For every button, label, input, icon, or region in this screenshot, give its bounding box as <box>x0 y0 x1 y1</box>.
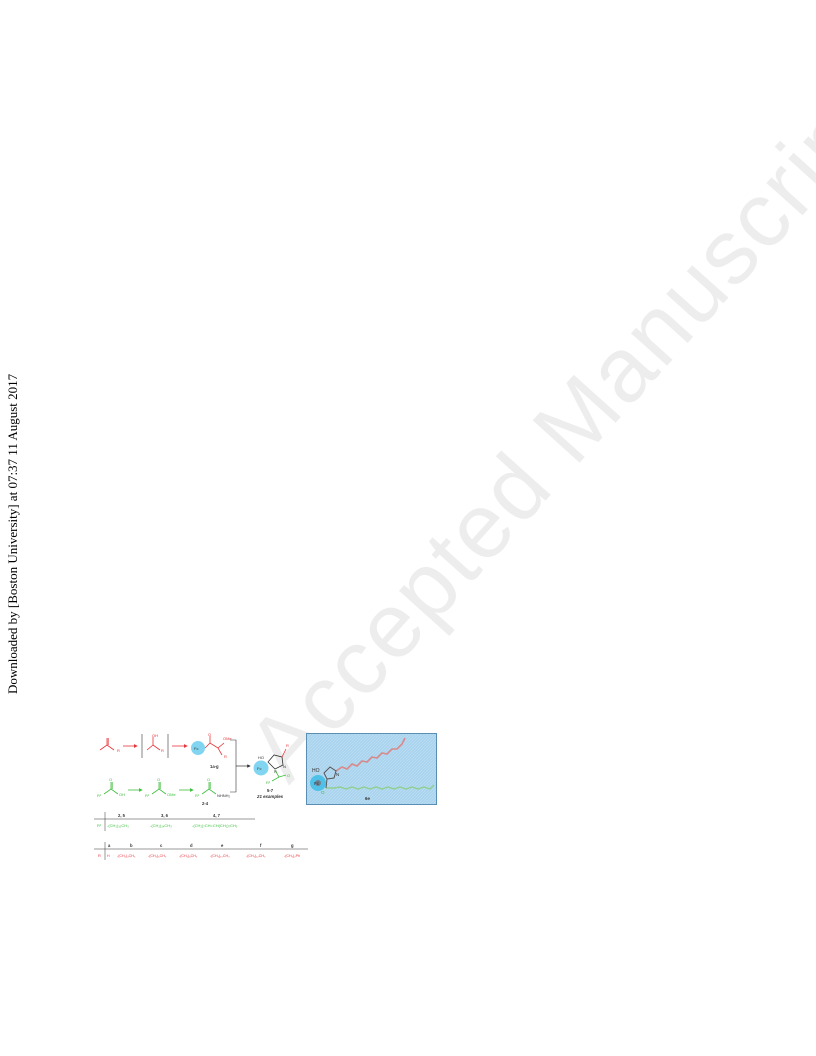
hydrazide-r1-label: R¹ <box>195 793 200 798</box>
inset-compound-label: 6e <box>365 796 371 801</box>
inset-background <box>306 733 437 805</box>
product-acyl-group <box>271 769 287 782</box>
r-value-e: -(CH₂)₁₀CH₃ <box>210 854 230 858</box>
inset-fc-core <box>315 780 321 786</box>
red-alkyl-chain <box>335 737 406 772</box>
product-ho-label: HO <box>258 755 264 760</box>
r1-header-1: 2, 5 <box>118 813 126 818</box>
r-value-f: -(CH₂)₁₂CH₃ <box>246 854 266 858</box>
compound-6e-model: HO N Fc O 6e <box>306 733 437 805</box>
product-r-bond <box>281 748 287 758</box>
inset-o-label: O <box>321 790 325 795</box>
inset-n-label: N <box>336 772 339 777</box>
enaminone-fc-label: Fc <box>194 746 198 751</box>
download-note: Downloaded by [Boston University] at 07:… <box>5 373 20 694</box>
product-r1-label: R¹ <box>266 780 271 785</box>
r-value-d: -(CH₂)₈CH₃ <box>179 854 198 858</box>
product-fc-label: Fc <box>257 766 261 771</box>
r1-table-row-label: R¹ <box>97 823 102 828</box>
converging-bracket <box>230 739 237 793</box>
enolate-bracket <box>141 734 169 758</box>
enolate-r-label: R <box>161 748 164 753</box>
ester-o-label: O <box>157 777 160 782</box>
r-header-f: f <box>260 843 262 848</box>
r1-value-1: -(CH₂)₁₀CH₃ <box>107 823 129 828</box>
hydrazide-structure <box>201 782 217 795</box>
green-alkyl-chain <box>326 784 435 790</box>
r1-header-3: 4, 7 <box>213 813 221 818</box>
product-r-label: R <box>286 743 289 748</box>
product-ring <box>267 754 284 770</box>
enaminone-structure <box>204 736 225 756</box>
fc-highlight-top <box>191 741 205 755</box>
accepted-manuscript-watermark: Accepted Manuscript <box>227 64 816 800</box>
r-header-g: g <box>291 843 294 848</box>
enolate-structure <box>146 737 161 751</box>
r-header-c: c <box>160 843 163 848</box>
fc-highlight-product <box>253 760 269 776</box>
inset-ring <box>323 766 337 780</box>
r-table: R a b c d e f g H -(CH₂)₄CH₃ -(CH₂)₆CH₃ … <box>94 842 308 860</box>
product-n1-label: N <box>283 764 286 769</box>
enaminone-r-label: R <box>224 754 227 759</box>
r-value-a: H <box>107 854 110 858</box>
inset-ho-label: HO <box>312 768 320 774</box>
r1-value-2: -(CH₂)₁₄CH₃ <box>150 823 172 828</box>
product-o-label: O <box>287 773 290 778</box>
r-header-b: b <box>130 843 133 848</box>
product-compound-label: 5-7 <box>267 788 274 793</box>
r-table-row-label: R <box>98 853 101 858</box>
r-value-b: -(CH₂)₄CH₃ <box>117 854 136 858</box>
acid-o-label: O <box>109 777 112 782</box>
acid-r1-label: R¹ <box>97 793 102 798</box>
r1-table: R¹ 2, 5 3, 6 4, 7 -(CH₂)₁₀CH₃ -(CH₂)₁₄CH… <box>94 812 255 831</box>
enolate-oh-label: OH <box>152 733 158 738</box>
ester-r1-label: R¹ <box>145 793 150 798</box>
ester-ome-label: OMe <box>167 792 176 797</box>
ketone-structure <box>99 738 115 751</box>
acid-oh-label: OH <box>119 792 125 797</box>
r-header-a: a <box>108 843 111 848</box>
enaminone-compound-label: 1a-g <box>210 764 219 769</box>
reaction-scheme: R OH R Fc O OMe R 1a-g R¹ OH O R¹ OMe O <box>94 732 308 860</box>
ester-structure <box>151 782 167 795</box>
r-value-g: -(CH₂)₂Ph <box>284 854 300 858</box>
r-header-d: d <box>190 843 193 848</box>
r-value-c: -(CH₂)₆CH₃ <box>148 854 167 858</box>
inset-fc-label: Fc <box>314 781 320 786</box>
hydrazide-o-label: O <box>207 777 210 782</box>
r1-header-2: 3, 6 <box>161 813 169 818</box>
enaminone-o-label: O <box>208 732 211 737</box>
hydrazide-nhnh2-label: NHNH₂ <box>217 793 231 798</box>
enaminone-ome-label: OMe <box>223 736 232 741</box>
ketone-r-label: R <box>117 748 120 753</box>
acid-structure <box>103 782 119 795</box>
product-examples-label: 21 examples <box>256 794 284 799</box>
r-header-e: e <box>221 843 224 848</box>
r1-value-3: -(CH₂)₇CH=CH(CH₂)₇CH₃ <box>192 823 238 828</box>
hydrazide-compound-label: 2-4 <box>202 801 209 806</box>
